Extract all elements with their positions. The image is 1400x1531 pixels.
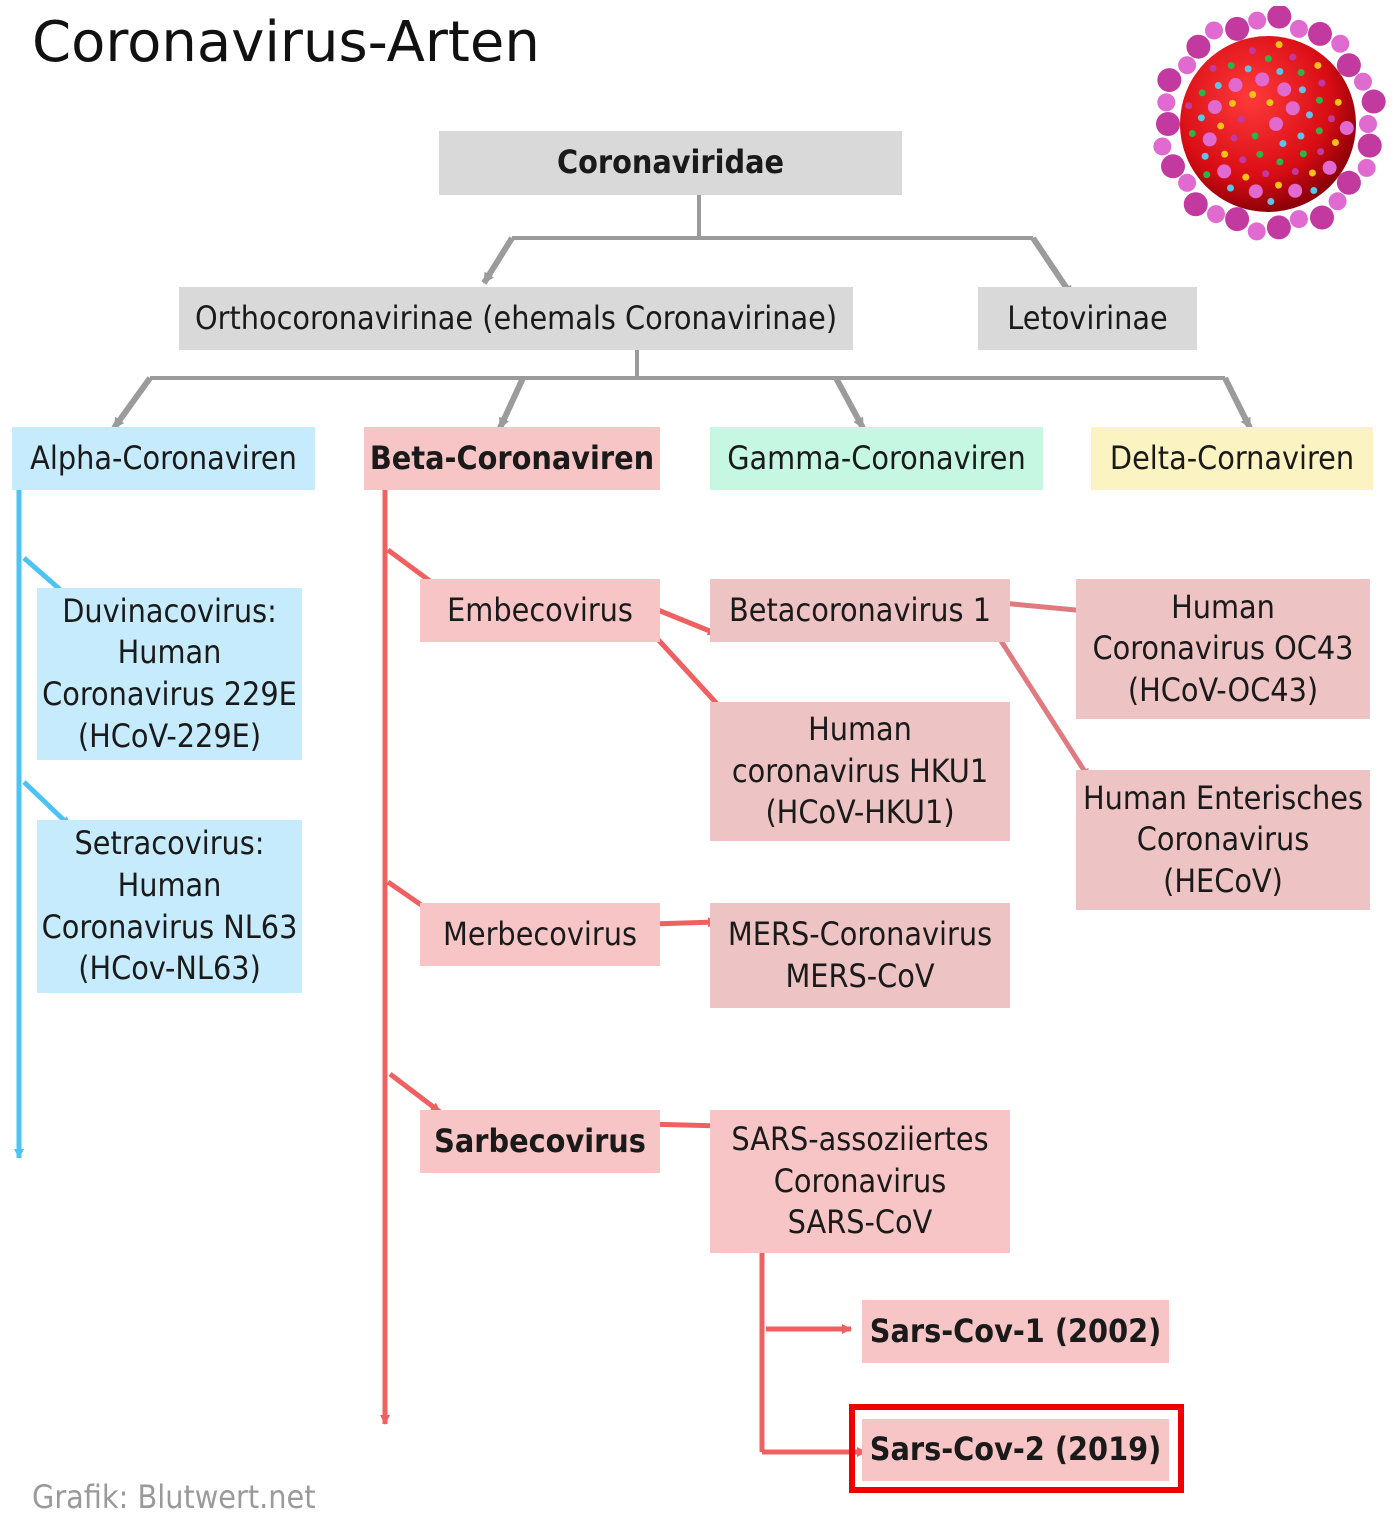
arrow-to-delta — [1222, 376, 1253, 430]
arrow-to-alpha — [111, 376, 153, 430]
node-alpha-coronaviren: Alpha-Coronaviren — [12, 427, 315, 490]
arrow-to-oc43 — [1001, 600, 1087, 616]
arrow-to-sarbecovirus — [388, 1072, 442, 1114]
arrow-to-mers — [650, 917, 718, 928]
node-delta-cornaviren: Delta-Cornaviren — [1091, 427, 1373, 490]
node-sars-cov-2: Sars-Cov-2 (2019) — [862, 1419, 1169, 1481]
coronavirus-icon — [1153, 6, 1386, 241]
image-credit: Grafik: Blutwert.net — [32, 1478, 316, 1516]
node-sars-cov-1: Sars-Cov-1 (2002) — [862, 1300, 1169, 1363]
node-mers-cov: MERS-Coronavirus MERS-CoV — [710, 903, 1010, 1008]
arrow-to-letovirinae — [1030, 236, 1075, 298]
node-duvinacovirus: Duvinacovirus: Human Coronavirus 229E (H… — [37, 588, 302, 760]
node-sars-cov: SARS-assoziiertes Coronavirus SARS-CoV — [710, 1110, 1010, 1253]
arrow-to-setracovirus — [22, 780, 72, 828]
sars-cov-2-highlight-frame — [849, 1404, 1184, 1493]
node-betacoronavirus-1: Betacoronavirus 1 — [710, 579, 1010, 642]
node-beta-coronaviren: Beta-Coronaviren — [364, 427, 660, 490]
node-gamma-coronaviren: Gamma-Coronaviren — [710, 427, 1043, 490]
node-embecovirus: Embecovirus — [420, 579, 660, 642]
node-letovirinae: Letovirinae — [978, 287, 1197, 350]
node-hecov: Human Enterisches Coronavirus (HECoV) — [1076, 770, 1370, 910]
node-sarbecovirus: Sarbecovirus — [420, 1110, 660, 1173]
node-hcov-hku1: Human coronavirus HKU1 (HCoV-HKU1) — [710, 702, 1010, 841]
node-merbecovirus: Merbecovirus — [420, 903, 660, 966]
arrow-to-orthocoronavirinae — [481, 236, 515, 285]
node-orthocoronavirinae: Orthocoronavirinae (ehemals Coronavirina… — [179, 287, 853, 350]
arrow-to-hecov — [991, 628, 1092, 780]
page-title: Coronavirus-Arten — [32, 10, 540, 75]
arrow-to-gamma — [833, 376, 866, 430]
node-hcov-oc43: Human Coronavirus OC43 (HCoV-OC43) — [1076, 579, 1370, 719]
arrow-to-beta — [497, 376, 526, 430]
node-setracovirus: Setracovirus: Human Coronavirus NL63 (HC… — [37, 820, 302, 993]
node-coronaviridae: Coronaviridae — [439, 131, 902, 195]
arrow-to-betacoronavirus1 — [652, 605, 718, 637]
